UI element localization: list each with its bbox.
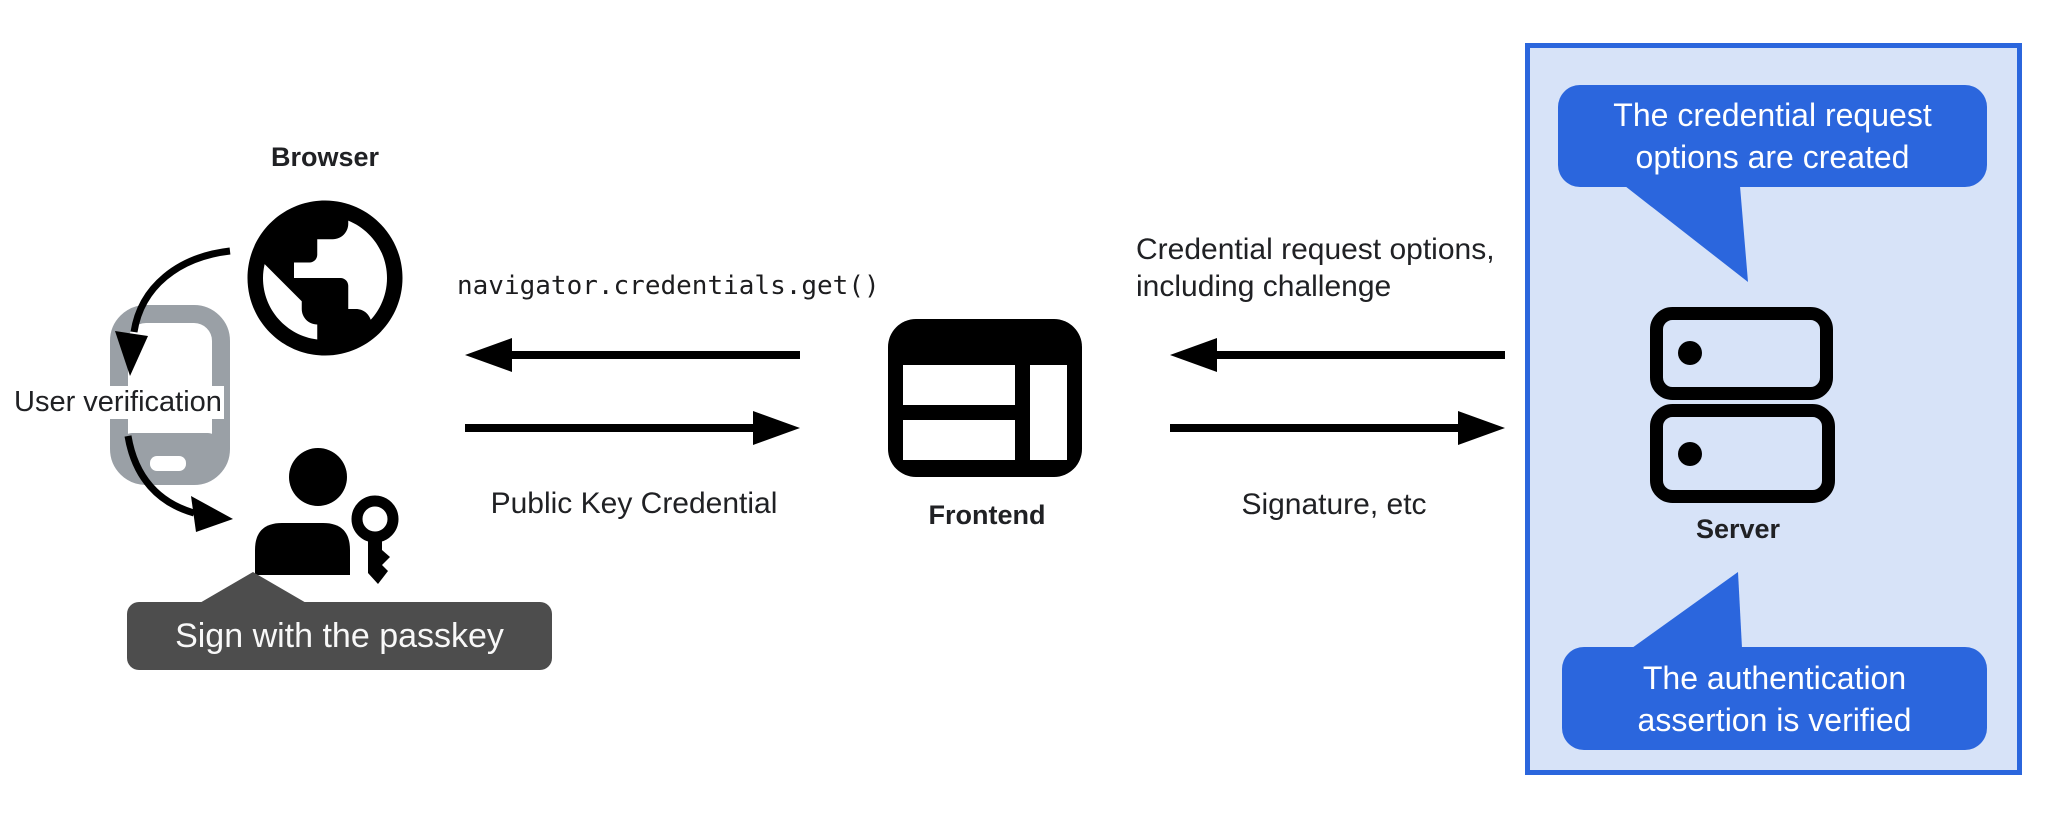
bubble-bottom-line-1: The authentication xyxy=(1642,659,1907,696)
bubble-bottom-line-2: assertion is verified xyxy=(1637,701,1912,738)
credential-request-line-1: Credential request options, xyxy=(1136,233,1495,266)
arrow-browser-to-frontend xyxy=(465,411,800,445)
credential-request-label: Credential request options, including ch… xyxy=(1136,231,1495,305)
user-verification-label: User verification xyxy=(12,386,224,419)
arrow-frontend-to-browser xyxy=(465,338,800,372)
passkey-tooltip: Sign with the passkey xyxy=(127,602,552,670)
frontend-label: Frontend xyxy=(928,500,1046,530)
bubble-top-line-1: The credential request xyxy=(1613,97,1932,133)
arrow-browser-to-phone xyxy=(115,247,231,376)
browser-window-icon xyxy=(888,319,1082,477)
signature-label: Signature, etc xyxy=(1241,488,1427,521)
person-with-key-icon xyxy=(255,448,399,584)
arrow-phone-to-user xyxy=(124,435,233,532)
passkey-tooltip-label: Sign with the passkey xyxy=(175,616,504,655)
arrow-server-to-frontend xyxy=(1170,338,1505,372)
bubble-top-line-2: options are created xyxy=(1635,139,1910,175)
code-call-label: navigator.credentials.get() xyxy=(457,271,880,301)
arrow-frontend-to-server xyxy=(1170,411,1505,445)
server-label: Server xyxy=(1695,514,1781,544)
browser-label: Browser xyxy=(270,142,380,172)
bubble-credential-request-created: The credential request options are creat… xyxy=(1558,85,1987,187)
credential-request-line-2: including challenge xyxy=(1136,270,1392,303)
tooltip-pointer xyxy=(198,572,308,604)
globe-icon xyxy=(247,200,403,356)
public-key-credential-label: Public Key Credential xyxy=(490,487,778,520)
bubble-assertion-verified: The authentication assertion is verified xyxy=(1562,647,1987,750)
